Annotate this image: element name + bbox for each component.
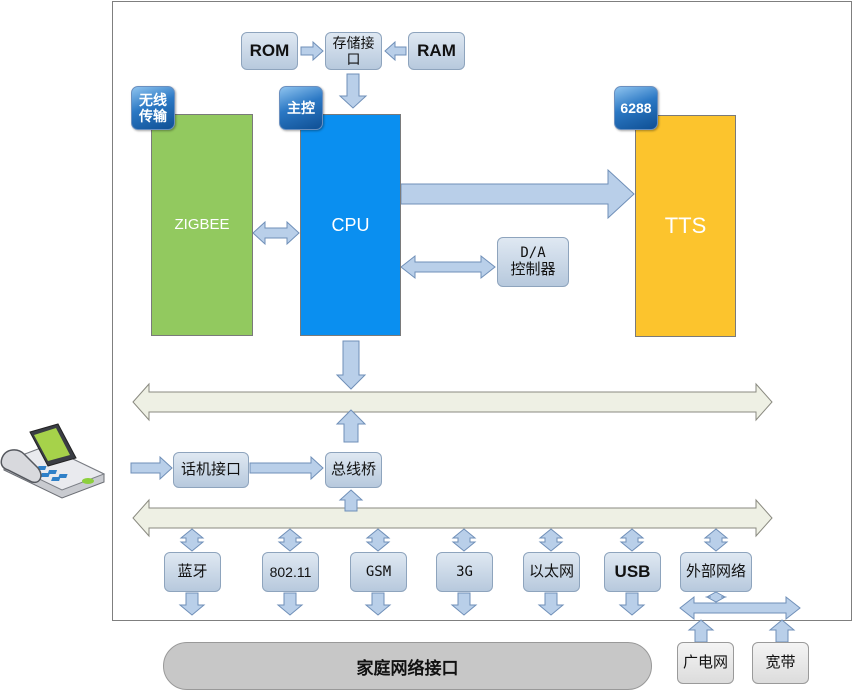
gsm-down-arrow: [364, 592, 392, 616]
rom-to-storage-arrow: [300, 40, 324, 62]
tts-block: TTS: [635, 115, 736, 337]
wifi-bus-arrow: [277, 528, 303, 552]
broadband-up-arrow: [768, 619, 796, 643]
da-controller-block: D/A 控制器: [497, 237, 569, 287]
usb-down-arrow: [618, 592, 646, 616]
broadband-block: 宽带: [752, 642, 809, 684]
chip-badge: 6288: [614, 86, 658, 130]
phone-interface-block: 话机接口: [173, 452, 249, 488]
storage-interface-block: 存储接口: [325, 32, 382, 70]
3g-bus-arrow: [451, 528, 477, 552]
bluetooth-bus-arrow: [179, 528, 205, 552]
ethernet-bus-arrow: [538, 528, 564, 552]
external-down-arrow: [705, 591, 727, 603]
bluetooth-down-arrow: [178, 592, 206, 616]
external-bus-arrow: [703, 528, 729, 552]
phone-to-interface-arrow: [130, 455, 173, 481]
external-network-bar: [679, 595, 801, 621]
zigbee-block: ZIGBEE: [151, 114, 253, 336]
bridge-to-lower-bus-arrow: [338, 489, 364, 512]
wifi-down-arrow: [276, 592, 304, 616]
cpu-da-arrow: [400, 254, 496, 280]
3g-down-arrow: [450, 592, 478, 616]
ram-block: RAM: [408, 32, 465, 70]
ethernet-down-arrow: [537, 592, 565, 616]
usb-block: USB: [604, 552, 661, 592]
master-badge: 主控: [279, 86, 323, 130]
wireless-badge-line2: 传输: [139, 108, 167, 124]
broadcast-tv-up-arrow: [687, 619, 715, 643]
cpu-block: CPU: [300, 114, 401, 336]
bus-bridge-block: 总线桥: [325, 452, 382, 488]
controller-label: 控制器: [510, 261, 556, 279]
wireless-badge: 无线 传输: [131, 86, 175, 130]
storage-to-cpu-arrow: [338, 73, 368, 109]
telephone-icon: [0, 423, 106, 499]
wifi-80211-block: 802.11: [262, 552, 319, 592]
wireless-badge-line1: 无线: [139, 91, 167, 108]
system-bus-lower: [132, 498, 773, 538]
broadcast-tv-network-block: 广电网: [677, 642, 734, 684]
bluetooth-block: 蓝牙: [164, 552, 221, 592]
home-network-interface: 家庭网络接口: [163, 642, 652, 690]
gsm-bus-arrow: [365, 528, 391, 552]
cpu-to-tts-arrow: [400, 168, 635, 220]
cpu-to-bus-arrow: [335, 340, 367, 390]
interface-to-bridge-arrow: [249, 455, 324, 481]
usb-bus-arrow: [619, 528, 645, 552]
rom-block: ROM: [241, 32, 298, 70]
3g-block: 3G: [436, 552, 493, 592]
ethernet-block: 以太网: [523, 552, 580, 592]
bus-to-bridge-arrow: [335, 409, 367, 443]
system-bus-upper: [132, 382, 773, 422]
da-label: D/A: [520, 245, 546, 262]
zigbee-cpu-arrow: [252, 220, 300, 246]
external-network-block: 外部网络: [680, 552, 752, 592]
gsm-block: GSM: [350, 552, 407, 592]
ram-to-storage-arrow: [384, 40, 407, 62]
